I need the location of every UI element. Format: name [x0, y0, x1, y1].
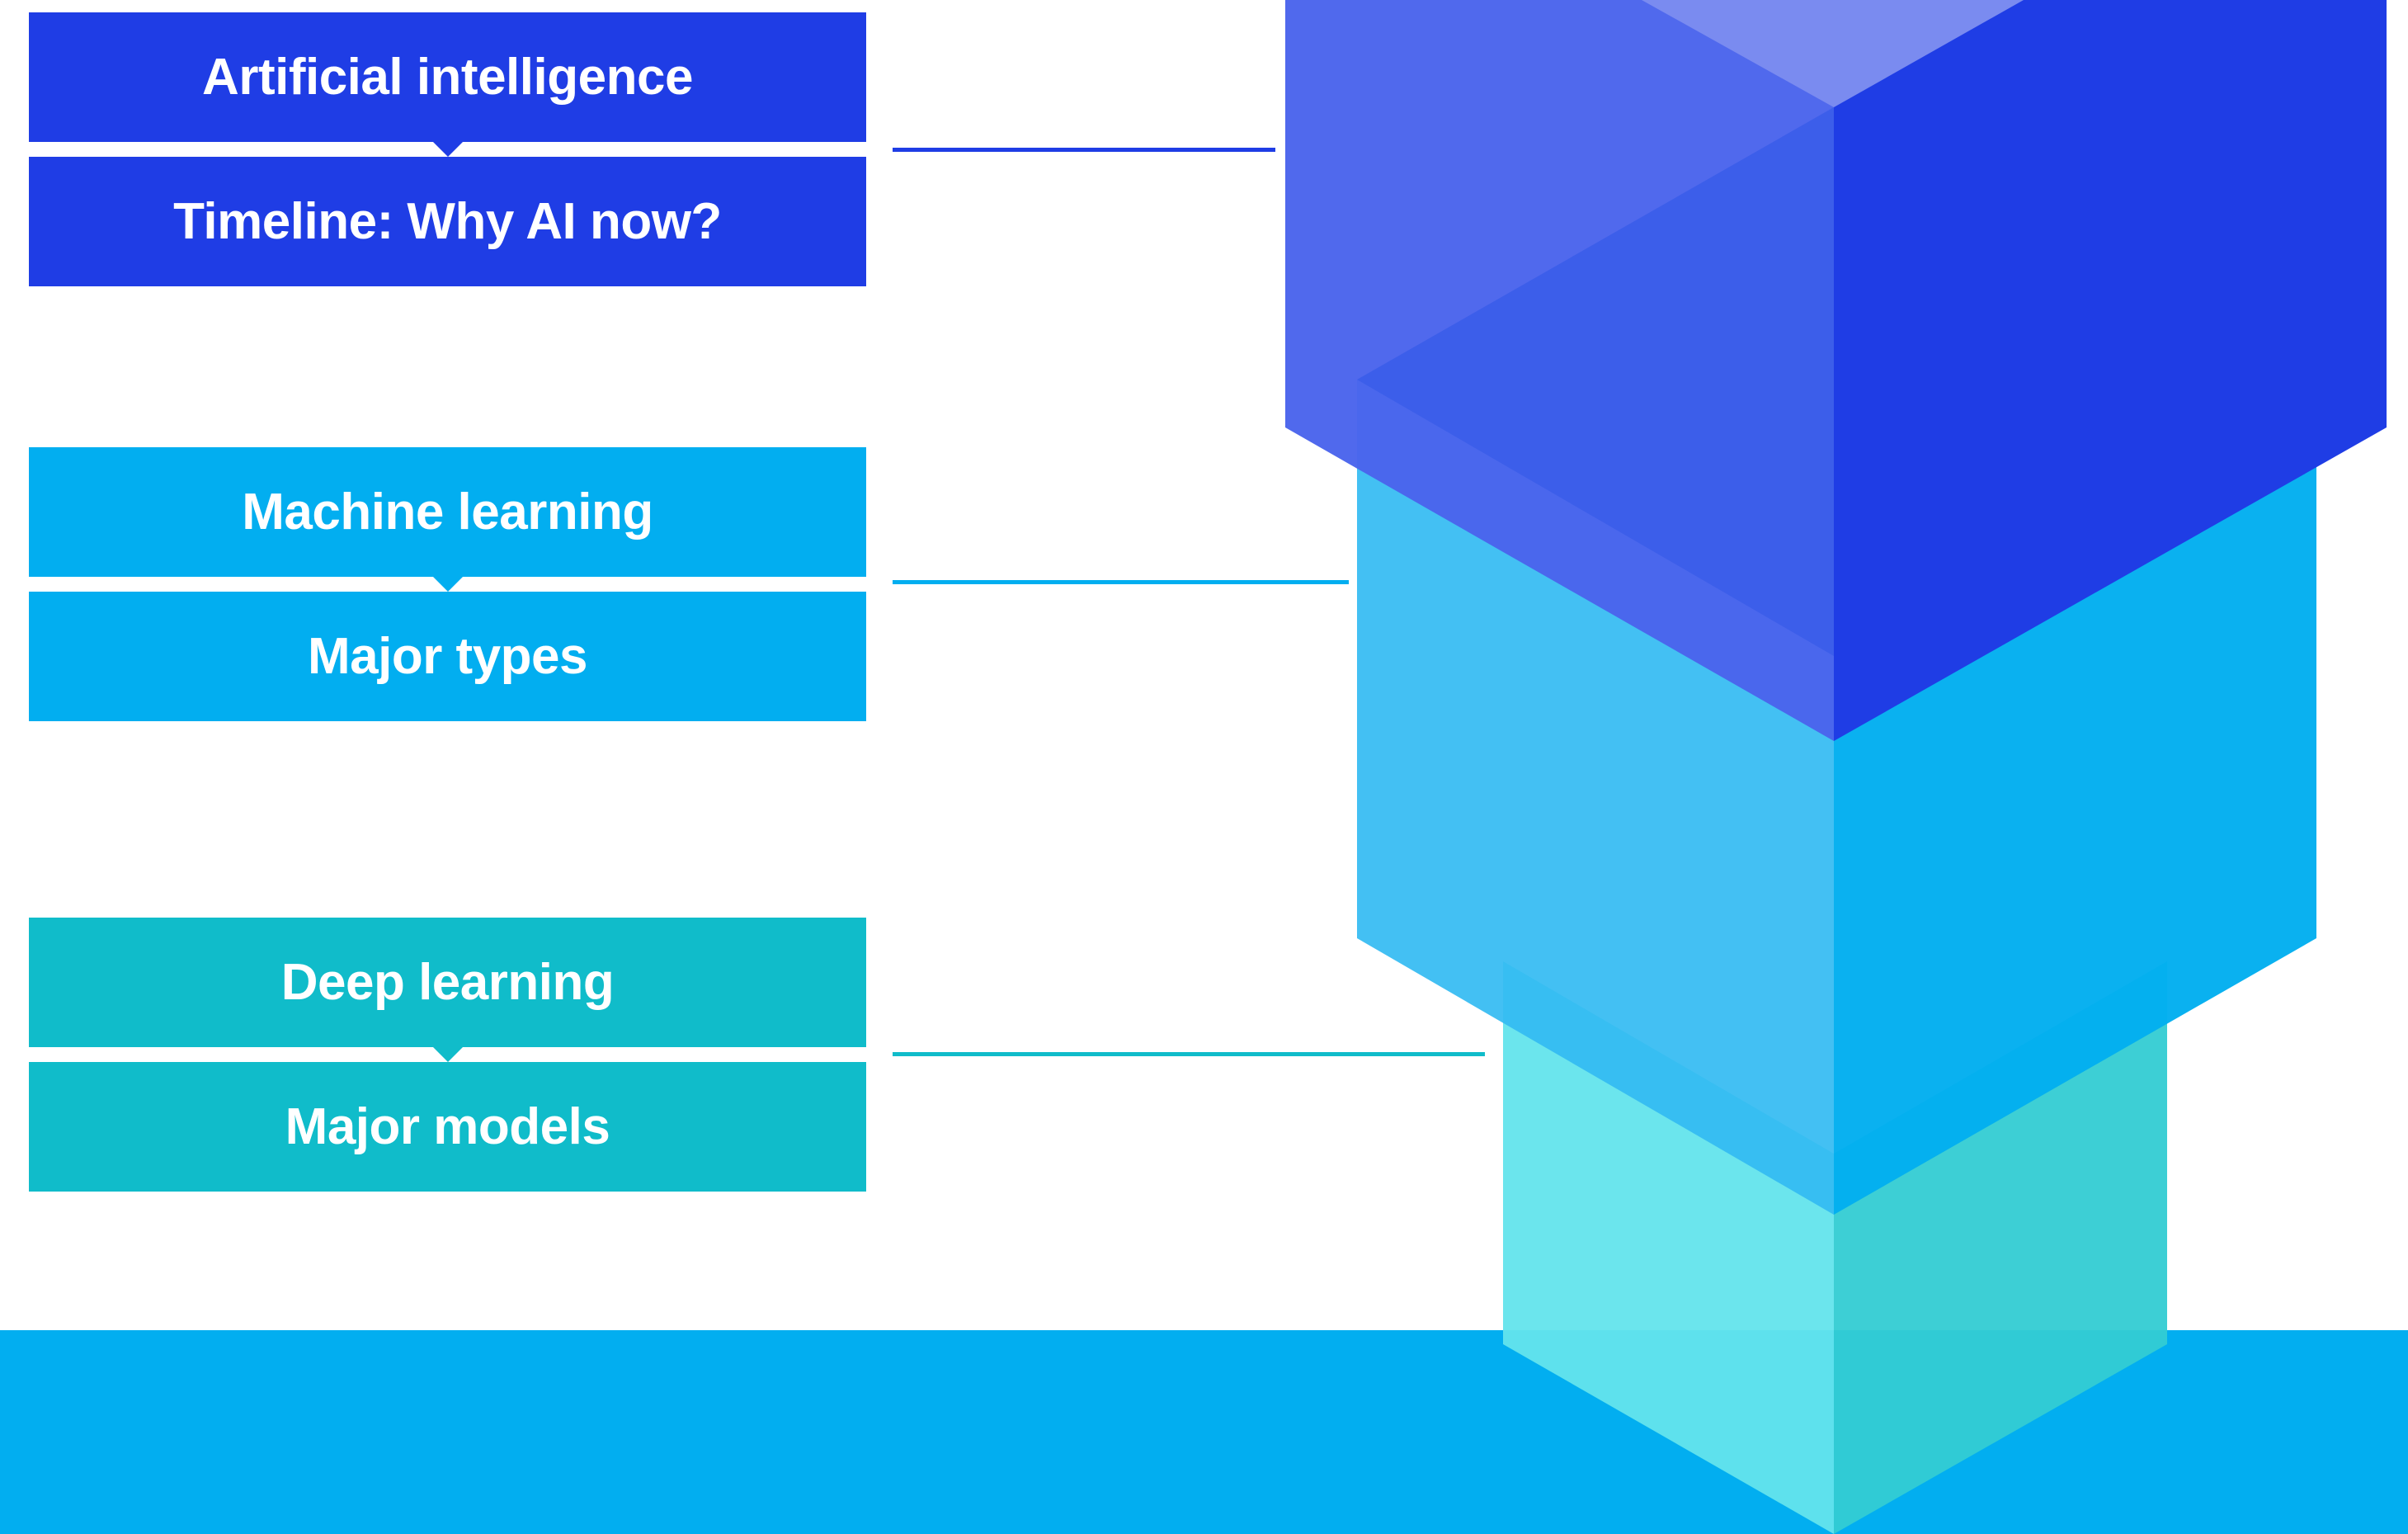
ml-label-group: Machine learning Major types [29, 447, 866, 721]
ai-label-group: Artificial intelligence Timeline: Why AI… [29, 12, 866, 286]
ai-title-button[interactable]: Artificial intelligence [29, 12, 866, 157]
dl-connector-line [893, 1052, 1485, 1056]
deep-learning-cube [1503, 961, 2167, 1534]
artificial-intelligence-cube-top-face [1642, 0, 2024, 107]
ai-connector-line [893, 148, 1275, 152]
dl-subtitle-button[interactable]: Major models [29, 1062, 866, 1192]
ai-subtitle-label: Timeline: Why AI now? [173, 193, 722, 250]
artificial-intelligence-cube-right-face [1834, 0, 2387, 741]
artificial-intelligence-cube [1285, 0, 2387, 741]
dl-title-label: Deep learning [280, 954, 615, 1011]
dl-title-button[interactable]: Deep learning [29, 918, 866, 1062]
ml-title-label: Machine learning [242, 484, 653, 540]
dl-subtitle-label: Major models [285, 1098, 610, 1155]
ai-subtitle-button[interactable]: Timeline: Why AI now? [29, 157, 866, 286]
ai-title-label: Artificial intelligence [202, 49, 693, 106]
deep-learning-cube-right-face [1834, 961, 2167, 1534]
ml-connector-line [893, 580, 1349, 584]
ml-subtitle-button[interactable]: Major types [29, 592, 866, 721]
ml-subtitle-label: Major types [307, 628, 588, 685]
dl-label-group: Deep learning Major models [29, 918, 866, 1192]
artificial-intelligence-cube-inner-shade [1357, 107, 1834, 656]
ml-title-button[interactable]: Machine learning [29, 447, 866, 592]
deep-learning-cube-left-face [1503, 961, 1834, 1534]
